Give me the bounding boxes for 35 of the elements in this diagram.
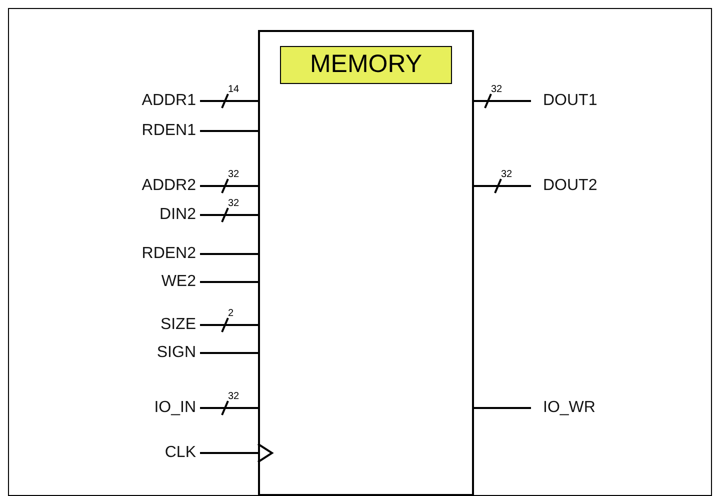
bus-line	[199, 207, 259, 223]
signal-line	[200, 130, 258, 132]
pin-name: DOUT2	[543, 176, 598, 196]
pin-name: CLK	[164, 443, 196, 463]
pin-name: IO_WR	[543, 398, 596, 418]
bus-line	[473, 178, 532, 194]
bus-width-label: 2	[228, 308, 234, 319]
signal-line	[474, 407, 531, 409]
pin-name: ADDR2	[142, 176, 196, 196]
pin-name: SIZE	[160, 315, 196, 335]
bus-line	[199, 178, 259, 194]
bus-width-label: 32	[491, 84, 502, 95]
bus-width-label: 32	[228, 169, 240, 180]
signal-line	[200, 281, 258, 283]
bus-width-label: 32	[228, 198, 240, 209]
pin-name: RDEN1	[142, 121, 196, 141]
pin-name: IO_IN	[154, 398, 196, 418]
signal-line	[200, 352, 258, 354]
bus-line	[199, 93, 259, 109]
pin-name: WE2	[161, 272, 196, 292]
pin-name: DIN2	[160, 205, 196, 225]
bus-line	[199, 317, 259, 333]
pin-name: SIGN	[156, 343, 196, 363]
signal-line	[200, 253, 258, 255]
bus-line	[199, 400, 259, 416]
block-title: MEMORY	[280, 46, 452, 84]
bus-width-label: 32	[501, 169, 512, 180]
bus-line	[473, 93, 532, 109]
signal-line	[200, 443, 273, 463]
bus-width-label: 32	[228, 391, 240, 402]
bus-width-label: 14	[228, 84, 240, 95]
pin-name: DOUT1	[543, 91, 598, 111]
memory-block	[258, 30, 474, 496]
pin-name: RDEN2	[142, 244, 196, 264]
pin-name: ADDR1	[142, 91, 196, 111]
